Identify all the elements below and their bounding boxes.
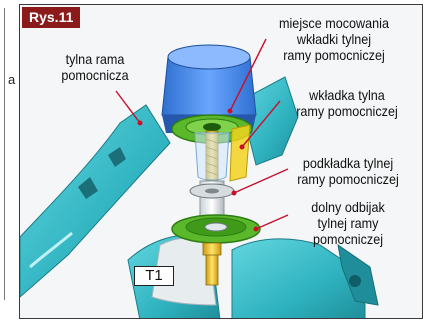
figure-number-badge: Rys.11 [22, 7, 80, 28]
label-insert: wkładka tylna ramy pomocniczej [278, 87, 417, 119]
label-subframe: tylna rama pomocnicza [46, 51, 145, 83]
label-washer: podkładka tylnej ramy pomocniczej [280, 155, 417, 187]
adjacent-column-text-fragment: a [8, 72, 15, 87]
label-lower-bumper: dolny odbijak tylnej ramy pomocniczej [280, 199, 417, 247]
figure-rys-11: Rys.11 tylna rama pomocnicza miejsce moc… [19, 4, 423, 319]
marker-t1: T1 [134, 266, 174, 286]
column-divider [4, 8, 5, 300]
label-mount-point: miejsce mocowania wkładki tylnej ramy po… [253, 15, 415, 63]
